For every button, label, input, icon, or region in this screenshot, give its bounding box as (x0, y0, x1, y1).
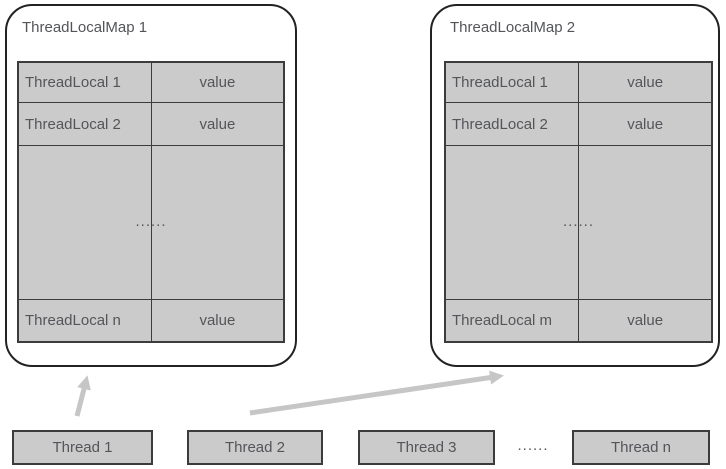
table-row-ellipsis: ...... (446, 146, 711, 300)
table-row: ThreadLocal 2 value (19, 103, 283, 146)
threadlocalmap1-card: ThreadLocalMap 1 ThreadLocal 1 value Thr… (5, 4, 297, 367)
threadlocal-key-cell: ThreadLocal 2 (446, 103, 580, 145)
arrow-thread1-to-map1 (74, 375, 91, 417)
value-cell: value (627, 115, 664, 133)
threadlocalmap2-table: ThreadLocal 1 value ThreadLocal 2 value … (444, 61, 713, 343)
table-row: ThreadLocal 1 value (19, 63, 283, 103)
threadlocal-key-cell: ThreadLocal n (19, 300, 152, 341)
thread2-label: Thread 2 (224, 439, 286, 456)
threadlocal-key-cell: ThreadLocal m (446, 300, 580, 341)
thread1-box: Thread 1 (12, 430, 153, 465)
threadn-label: Thread n (610, 439, 672, 456)
threadlocal-key-cell: ThreadLocal 1 (19, 63, 152, 102)
threadn-box: Thread n (572, 430, 710, 465)
threadlocalmap1-table: ThreadLocal 1 value ThreadLocal 2 value … (17, 61, 285, 343)
value-cell: value (199, 115, 236, 133)
value-cell: value (199, 74, 236, 91)
threadlocal-key-cell (19, 146, 152, 299)
table-row: ThreadLocal n value (19, 300, 283, 341)
arrow-thread2-to-map2 (249, 370, 504, 416)
thread2-box: Thread 2 (187, 430, 323, 465)
thread1-label: Thread 1 (52, 439, 113, 456)
threadlocalmap2-card: ThreadLocalMap 2 ThreadLocal 1 value Thr… (430, 4, 720, 367)
threadlocal-key-cell (446, 146, 580, 299)
threadlocal-key-cell: ThreadLocal 2 (19, 103, 152, 145)
table-row: ThreadLocal m value (446, 300, 711, 341)
threadlocal-key-cell: ThreadLocal 1 (446, 63, 580, 102)
table-row: ThreadLocal 2 value (446, 103, 711, 146)
value-cell: value (199, 312, 236, 329)
table-row: ThreadLocal 1 value (446, 63, 711, 103)
table-row-ellipsis: ...... (19, 146, 283, 300)
thread3-label: Thread 3 (396, 439, 457, 456)
thread3-box: Thread 3 (358, 430, 495, 465)
threadlocalmap1-title: ThreadLocalMap 1 (22, 19, 148, 36)
ellipsis-label: ...... (135, 212, 167, 230)
threadlocalmap2-title: ThreadLocalMap 2 (450, 19, 576, 36)
value-cell: value (627, 312, 664, 329)
threads-ellipsis-label: ...... (517, 437, 549, 454)
ellipsis-label: ...... (562, 212, 594, 230)
value-cell: value (627, 74, 664, 91)
